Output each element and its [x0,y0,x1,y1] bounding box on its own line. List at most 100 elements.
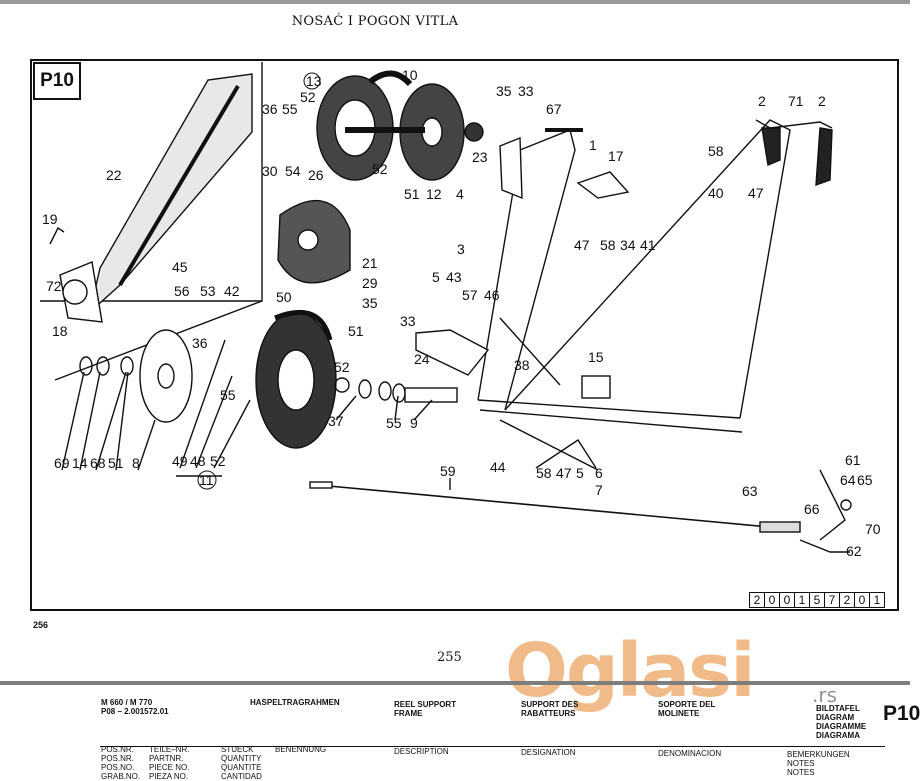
callout-51: 51 [348,323,364,339]
callout-8: 8 [132,455,140,471]
callout-34: 34 [620,237,636,253]
callout-54: 54 [285,163,301,179]
callout-44: 44 [490,459,506,475]
callout-38: 38 [514,357,530,373]
callout-24: 24 [414,351,430,367]
callout-5: 5 [432,269,440,285]
callout-51: 51 [108,455,124,471]
callout-66: 66 [804,501,820,517]
title-de: HASPELTRAGRAHMEN [250,698,340,707]
section-divider [0,681,910,685]
col-description: DESCRIPTION [394,747,449,756]
col-name: BENENNUNG [275,745,327,754]
callout-63: 63 [742,483,758,499]
callout-45: 45 [172,259,188,275]
callout-64: 64 [840,472,856,488]
callout-6: 6 [595,465,603,481]
col-qty-3: QUANTITE [221,763,262,772]
callout-67: 67 [546,101,562,117]
callout-51: 51 [404,186,420,202]
callout-65: 65 [857,472,873,488]
callout-23: 23 [472,149,488,165]
callout-57: 57 [462,287,478,303]
col-part-3: PIECE NO. [149,763,190,772]
plate-corner-label: P10 [883,702,920,725]
callout-53: 53 [200,283,216,299]
callout-58: 58 [536,465,552,481]
callout-19: 19 [42,211,58,227]
watermark-logo: Oglasi [505,628,756,714]
callout-47: 47 [748,185,764,201]
col-pos-3: POS.NO. [101,763,135,772]
header-rule [100,746,885,747]
callout-30: 30 [262,163,278,179]
page-number-center: 255 [437,650,462,665]
doc-digit: 2 [749,592,765,608]
callout-46: 46 [484,287,500,303]
title-en-1: REEL SUPPORT [394,700,457,709]
doc-digit: 5 [809,592,825,608]
callout-58: 58 [600,237,616,253]
callout-18: 18 [52,323,68,339]
callout-4: 4 [456,186,464,202]
callout-50: 50 [276,289,292,305]
doc-digit: 0 [779,592,795,608]
col-qty-4: CANTIDAD [221,772,262,781]
callout-52: 52 [300,89,316,105]
doc-digit: 2 [839,592,855,608]
col-designation: DESIGNATION [521,748,576,757]
top-border [0,0,910,4]
col-notes-2: NOTES [787,759,815,768]
doc-digit: 7 [824,592,840,608]
col-qty-1: STUECK [221,745,254,754]
callout-56: 56 [174,283,190,299]
callout-14: 14 [72,455,88,471]
callout-2: 2 [818,93,826,109]
col-denominacion: DENOMINACION [658,749,722,758]
callout-55: 55 [386,415,402,431]
callout-35: 35 [496,83,512,99]
callout-52: 52 [334,359,350,375]
callout-72: 72 [46,278,62,294]
callout-33: 33 [518,83,534,99]
col-pos-1: POS.NR. [101,745,134,754]
callout-29: 29 [362,275,378,291]
title-es-1: SOPORTE DEL [658,700,716,709]
callout-41: 41 [640,237,656,253]
callout-35: 35 [362,295,378,311]
callout-13: 13 [306,73,322,89]
callout-12: 12 [426,186,442,202]
diagram-label-3: DIAGRAMME [816,722,867,731]
callout-36: 36 [262,101,278,117]
callout-49: 49 [172,453,188,469]
page-number-left: 256 [33,620,49,630]
diagram-label-4: DIAGRAMA [816,731,860,740]
col-pos-2: POS.NR. [101,754,134,763]
callout-11: 11 [199,472,214,488]
callout-58: 58 [708,143,724,159]
callout-3: 3 [457,241,465,257]
col-part-1: TEILE–NR. [149,745,190,754]
callout-55: 55 [282,101,298,117]
callout-48: 48 [190,453,206,469]
doc-digit: 0 [764,592,780,608]
watermark-suffix: .rs [812,683,837,707]
model-label: M 660 / M 770 [101,698,153,707]
callout-numbers: 13 10 52 36 55 30 54 26 52 51 12 4 22 19… [42,67,881,559]
title-fr-2: RABATTEURS [521,709,576,718]
callout-22: 22 [106,167,122,183]
callout-52: 52 [210,453,226,469]
col-pos-4: GRAB.NO. [101,772,141,781]
callout-59: 59 [440,463,456,479]
callout-26: 26 [308,167,324,183]
col-qty-2: QUANTITY [221,754,262,763]
callout-40: 40 [708,185,724,201]
callout-62: 62 [846,543,862,559]
callout-68: 68 [90,455,106,471]
callout-47: 47 [556,465,572,481]
col-part-4: PIEZA NO. [149,772,189,781]
callout-1: 1 [589,137,597,153]
callout-71: 71 [788,93,804,109]
code-label: P08 – 2.001572.01 [101,707,169,716]
